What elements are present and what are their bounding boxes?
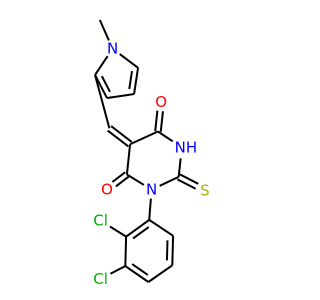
bond-c_pyr4-c_pyr5: [133, 67, 140, 95]
bond-n3-c2: [177, 158, 182, 177]
bond-c_pyr5-n1: [119, 53, 139, 69]
bond-c4-n3: [157, 130, 174, 143]
bond-c5-c4: [129, 130, 159, 146]
atom-label-n3: NH: [175, 138, 198, 156]
bond-a1-n1: [98, 19, 110, 41]
atom-label-n1r: N: [146, 181, 157, 199]
bond-c_pyr3-c_pyr4: [106, 93, 135, 100]
bond-ph3-cl3: [109, 265, 126, 275]
bond-ph5-ph6-inner: [165, 240, 169, 261]
bond-n1r-ph1: [148, 198, 152, 220]
bond-c2-n1r: [159, 175, 180, 187]
atom-label-cl2: Cl: [93, 212, 108, 230]
bond-c6-o6: [111, 171, 126, 183]
bond-c6-o6-second: [115, 175, 130, 188]
bond-c_exo-c5-second: [110, 125, 133, 143]
bond-ph3-ph4-inner: [131, 263, 149, 276]
atom-label-o4: O: [155, 93, 167, 111]
atom-label-o6: O: [101, 181, 113, 199]
bond-c_pyr4-c_pyr5-inner: [128, 71, 133, 90]
bond-c4-o4: [159, 111, 164, 132]
atom-label-cl3: Cl: [93, 270, 108, 288]
bond-layer: [94, 19, 199, 283]
bond-ph6-ph1: [148, 219, 174, 237]
bond-ph3-ph4: [124, 265, 149, 283]
bond-n1-c_pyr2: [94, 55, 109, 76]
bond-ph2-cl2: [109, 225, 127, 238]
bond-c_pyr2-c_exo: [94, 74, 111, 129]
atom-label-n1: N: [107, 40, 118, 58]
bond-ph1-ph2-inner: [132, 226, 150, 240]
bond-ph4-ph5: [147, 264, 173, 283]
bond-ph1-ph2: [125, 219, 150, 238]
bond-c2-s2: [176, 178, 197, 190]
bond-c_pyr2-c_pyr3-inner: [100, 75, 111, 93]
atom-label-s2: S: [200, 181, 210, 199]
bond-n1r-c6: [126, 173, 145, 186]
bond-c_exo-c5: [107, 129, 129, 148]
bond-ph5-ph6: [171, 235, 175, 266]
bond-c6-c5: [125, 144, 132, 175]
bond-ph2-ph3: [124, 236, 128, 267]
bond-c4-o4-second: [154, 110, 159, 132]
bond-c2-s2-second: [179, 173, 199, 185]
